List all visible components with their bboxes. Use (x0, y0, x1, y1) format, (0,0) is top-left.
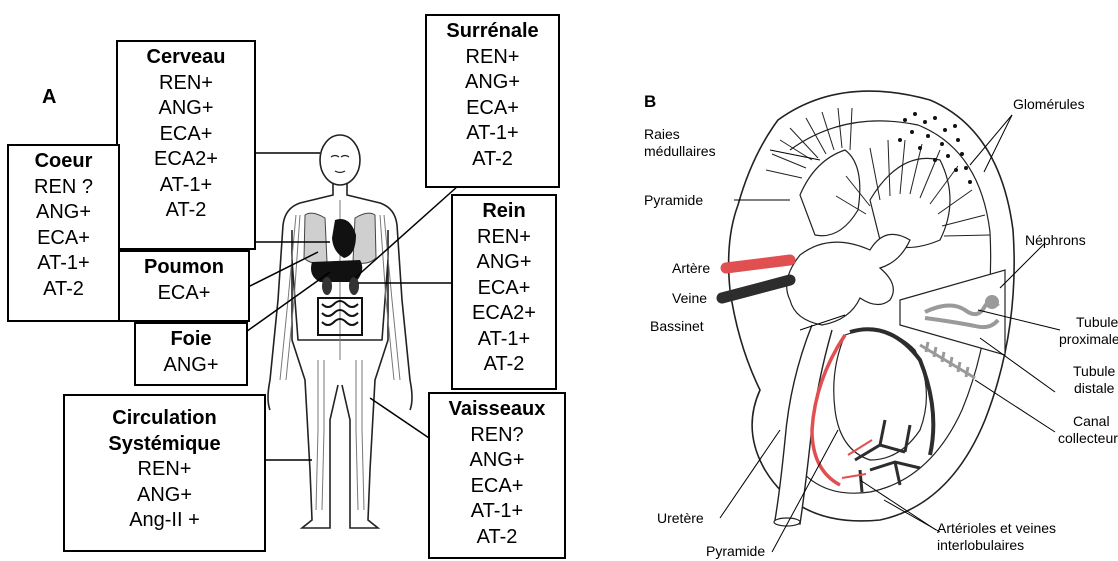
box-line: ECA+ (9, 226, 118, 252)
box-rein: Rein REN+ ANG+ ECA+ ECA2+ AT-1+ AT-2 (451, 194, 557, 390)
box-line: ANG+ (136, 353, 246, 379)
box-line: AT-2 (427, 147, 558, 173)
box-line: ANG+ (118, 96, 254, 122)
panel-a-body-map: A Cerveau REN+ ANG+ ECA+ ECA2+ AT-1+ AT-… (0, 0, 590, 561)
box-line: AT-1+ (9, 251, 118, 277)
connector-foie (236, 272, 330, 339)
pyramid-top (800, 150, 860, 236)
box-title: Coeur (9, 149, 118, 175)
box-title: Systémique (65, 432, 264, 458)
label-glomerules: Glomérules (1013, 96, 1085, 112)
label-tubule-distale: Tubule (1073, 363, 1115, 379)
panel-b-letter: B (644, 92, 656, 112)
box-foie: Foie ANG+ (134, 322, 248, 386)
label-interlobulaires: interlobulaires (937, 537, 1024, 553)
box-line: ECA2+ (453, 301, 555, 327)
box-line: ANG+ (430, 448, 564, 474)
box-line: REN ? (9, 175, 118, 201)
box-line: ECA+ (430, 474, 564, 500)
label-pyramide-bottom: Pyramide (706, 543, 765, 559)
box-title: Circulation (65, 406, 264, 432)
box-line: AT-2 (453, 352, 555, 378)
interlobular-veins (855, 420, 920, 492)
label-arterioles: Artérioles et veines (937, 520, 1056, 536)
heart-organ (332, 219, 356, 258)
box-circulation: Circulation Systémique REN+ ANG+ Ang-II … (63, 394, 266, 552)
box-vaisseaux: Vaisseaux REN? ANG+ ECA+ AT-1+ AT-2 (428, 392, 566, 559)
box-title: Rein (453, 199, 555, 225)
arcuate-vein (850, 329, 933, 455)
box-line: AT-2 (9, 277, 118, 303)
box-line: ANG+ (65, 483, 264, 509)
box-title: Cerveau (118, 45, 254, 71)
label-tubule-distale-2: distale (1074, 380, 1114, 396)
label-veine: Veine (672, 290, 707, 306)
box-line: Ang-II + (65, 508, 264, 534)
label-medullaires: médullaires (644, 143, 716, 159)
panel-b-kidney: B Glomérules Raies médullaires Pyramide … (600, 0, 1118, 561)
box-line: AT-1+ (427, 121, 558, 147)
box-line: REN+ (453, 225, 555, 251)
renal-vein (722, 280, 790, 298)
face (331, 156, 349, 173)
pyramid-upper-right (870, 158, 950, 247)
left-kidney (322, 277, 332, 295)
box-cerveau: Cerveau REN+ ANG+ ECA+ ECA2+ AT-1+ AT-2 (116, 40, 256, 250)
box-line: ECA+ (120, 281, 248, 307)
box-line: REN+ (118, 71, 254, 97)
glomerulus-capsule (985, 295, 999, 309)
label-tubule-proximale-2: proximale (1059, 331, 1118, 347)
connector-vaisseaux (370, 398, 432, 440)
box-title: Vaisseaux (430, 397, 564, 423)
box-poumon: Poumon ECA+ (118, 250, 250, 322)
kidney-cross-section (600, 0, 1118, 561)
label-collecteur: collecteur (1058, 430, 1118, 446)
box-line: AT-2 (118, 198, 254, 224)
right-kidney (349, 277, 359, 295)
box-line: ECA2+ (118, 147, 254, 173)
label-canal: Canal (1073, 413, 1110, 429)
label-nephrons: Néphrons (1025, 232, 1086, 248)
box-line: ANG+ (427, 70, 558, 96)
box-line: ECA+ (453, 276, 555, 302)
box-coeur: Coeur REN ? ANG+ ECA+ AT-1+ AT-2 (7, 144, 120, 322)
label-tubule-proximale: Tubule (1076, 314, 1118, 330)
label-artere: Artère (672, 260, 710, 276)
box-line: ECA+ (118, 122, 254, 148)
box-line: ANG+ (9, 200, 118, 226)
box-surrenale: Surrénale REN+ ANG+ ECA+ AT-1+ AT-2 (425, 14, 560, 188)
box-line: AT-2 (430, 525, 564, 551)
box-line: ANG+ (453, 250, 555, 276)
box-title: Foie (136, 327, 246, 353)
label-pyramide-top: Pyramide (644, 192, 703, 208)
box-title: Poumon (120, 255, 248, 281)
box-line: AT-1+ (453, 327, 555, 353)
box-line: REN? (430, 423, 564, 449)
box-title: Surrénale (427, 19, 558, 45)
box-line: ECA+ (427, 96, 558, 122)
collecting-duct (920, 342, 975, 378)
box-line: AT-1+ (430, 499, 564, 525)
renal-pelvis (787, 234, 910, 325)
label-raies: Raies (644, 126, 680, 142)
renal-artery (726, 260, 790, 268)
label-uretere: Uretère (657, 510, 704, 526)
label-bassinet: Bassinet (650, 318, 704, 334)
box-line: REN+ (427, 45, 558, 71)
panel-a-letter: A (42, 86, 56, 109)
box-line: REN+ (65, 457, 264, 483)
box-line: AT-1+ (118, 173, 254, 199)
